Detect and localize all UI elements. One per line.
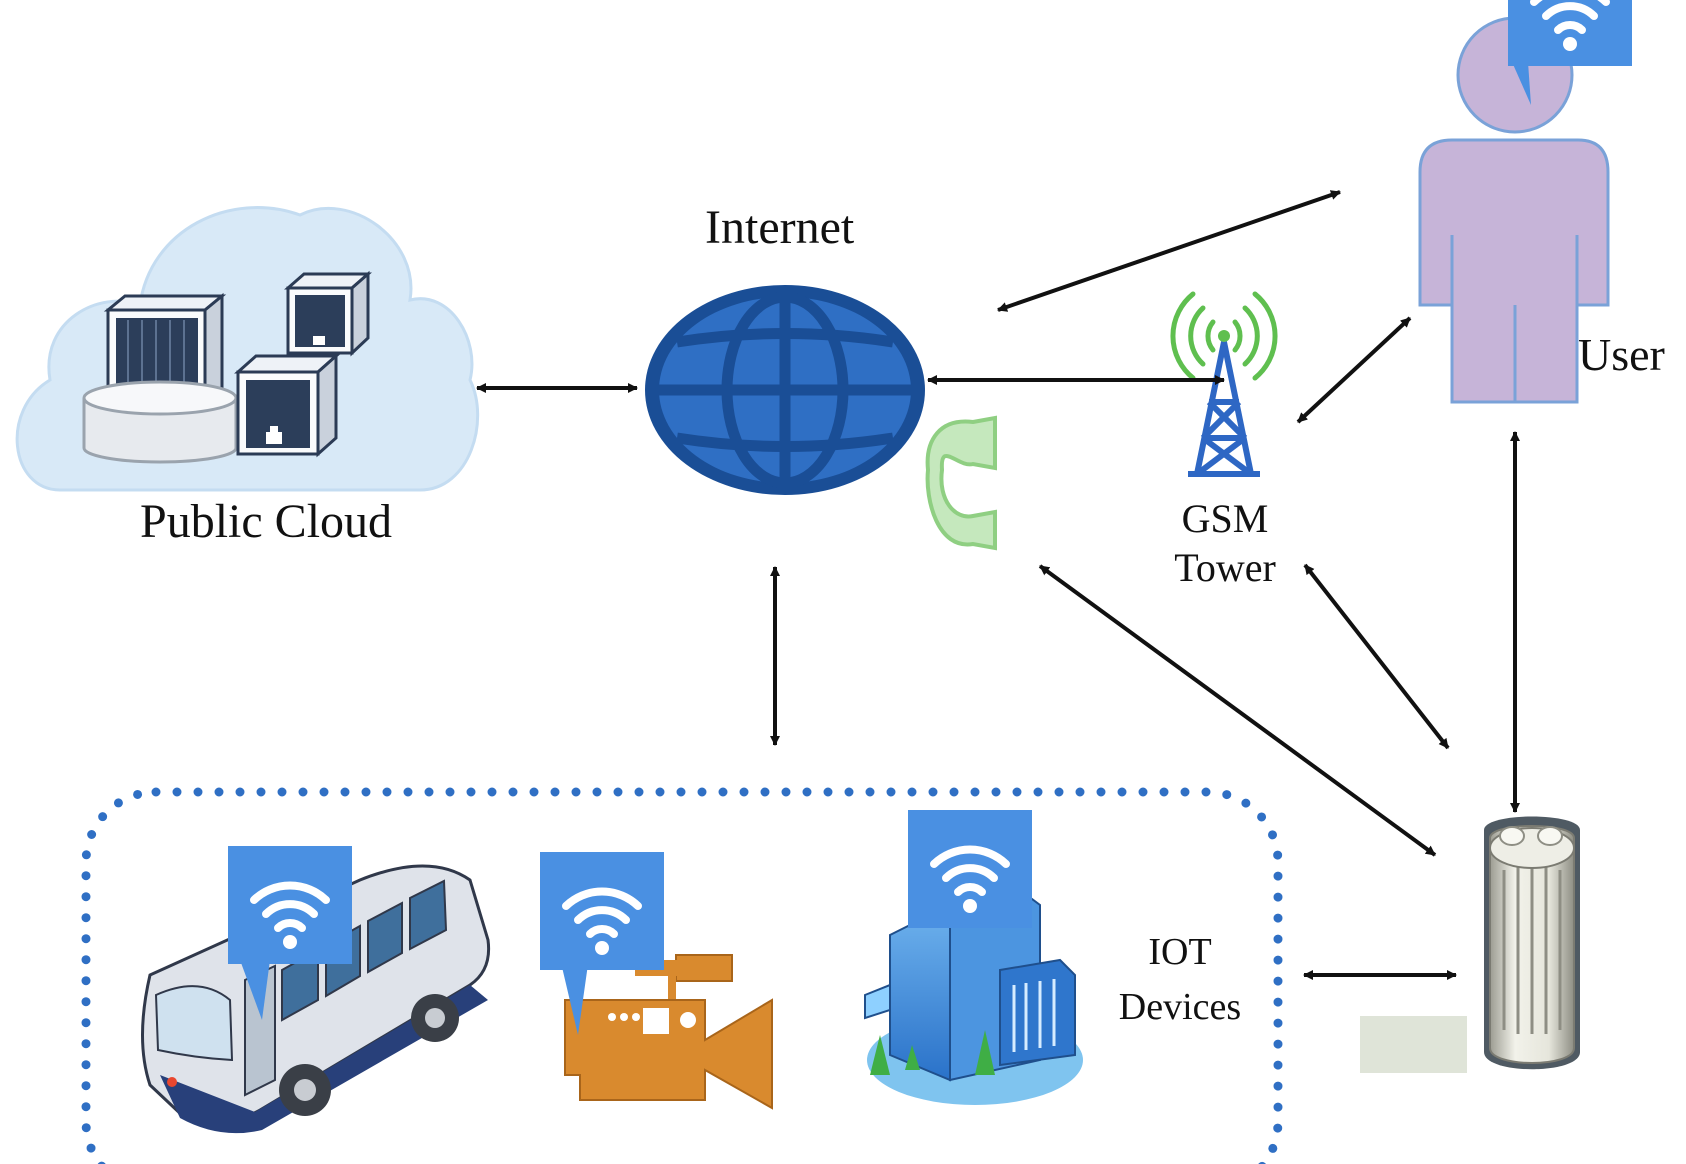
gateway-device-icon — [1360, 816, 1580, 1073]
globe-icon — [645, 285, 925, 495]
connection-arrows — [476, 190, 1520, 980]
arrow-gsm-user — [1296, 316, 1412, 424]
iot-devices-label-line1: IOT — [1148, 931, 1212, 973]
iot-devices-group-border — [81, 787, 1283, 1164]
building-icon — [864, 810, 1083, 1105]
bus-icon — [141, 846, 491, 1134]
video-camera-icon — [540, 852, 773, 1110]
cloud-servers-icon — [15, 206, 480, 492]
gsm-tower-label: GSM Tower — [1160, 495, 1290, 593]
internet-label: Internet — [705, 201, 855, 254]
signal-wave — [1242, 305, 1260, 367]
storage-disk-icon — [82, 380, 238, 464]
user-icon — [1418, 0, 1632, 404]
arrow-gsm-gateway — [1303, 563, 1450, 750]
gsm-tower-label-line1: GSM — [1181, 496, 1269, 541]
wifi-icon — [540, 852, 664, 1035]
wifi-icon — [228, 846, 352, 1020]
telephone-icon — [925, 415, 997, 551]
arrow-internet-user — [997, 190, 1341, 312]
server-icon — [234, 352, 340, 458]
wifi-icon — [1508, 0, 1632, 105]
signal-wave — [1232, 319, 1243, 353]
gsm-tower-label-line2: Tower — [1174, 544, 1276, 590]
gsm-tower-icon — [1170, 291, 1278, 477]
signal-wave — [1188, 305, 1206, 367]
signal-wave — [1205, 319, 1216, 353]
iot-devices-label: IOT Devices — [1100, 925, 1260, 1035]
server-icon — [284, 270, 372, 357]
wifi-icon — [908, 810, 1032, 928]
arrow-phone-gateway — [1038, 564, 1437, 857]
user-label: User — [1578, 329, 1665, 380]
public-cloud-label: Public Cloud — [140, 495, 393, 548]
iot-devices-label-line2: Devices — [1118, 986, 1242, 1029]
